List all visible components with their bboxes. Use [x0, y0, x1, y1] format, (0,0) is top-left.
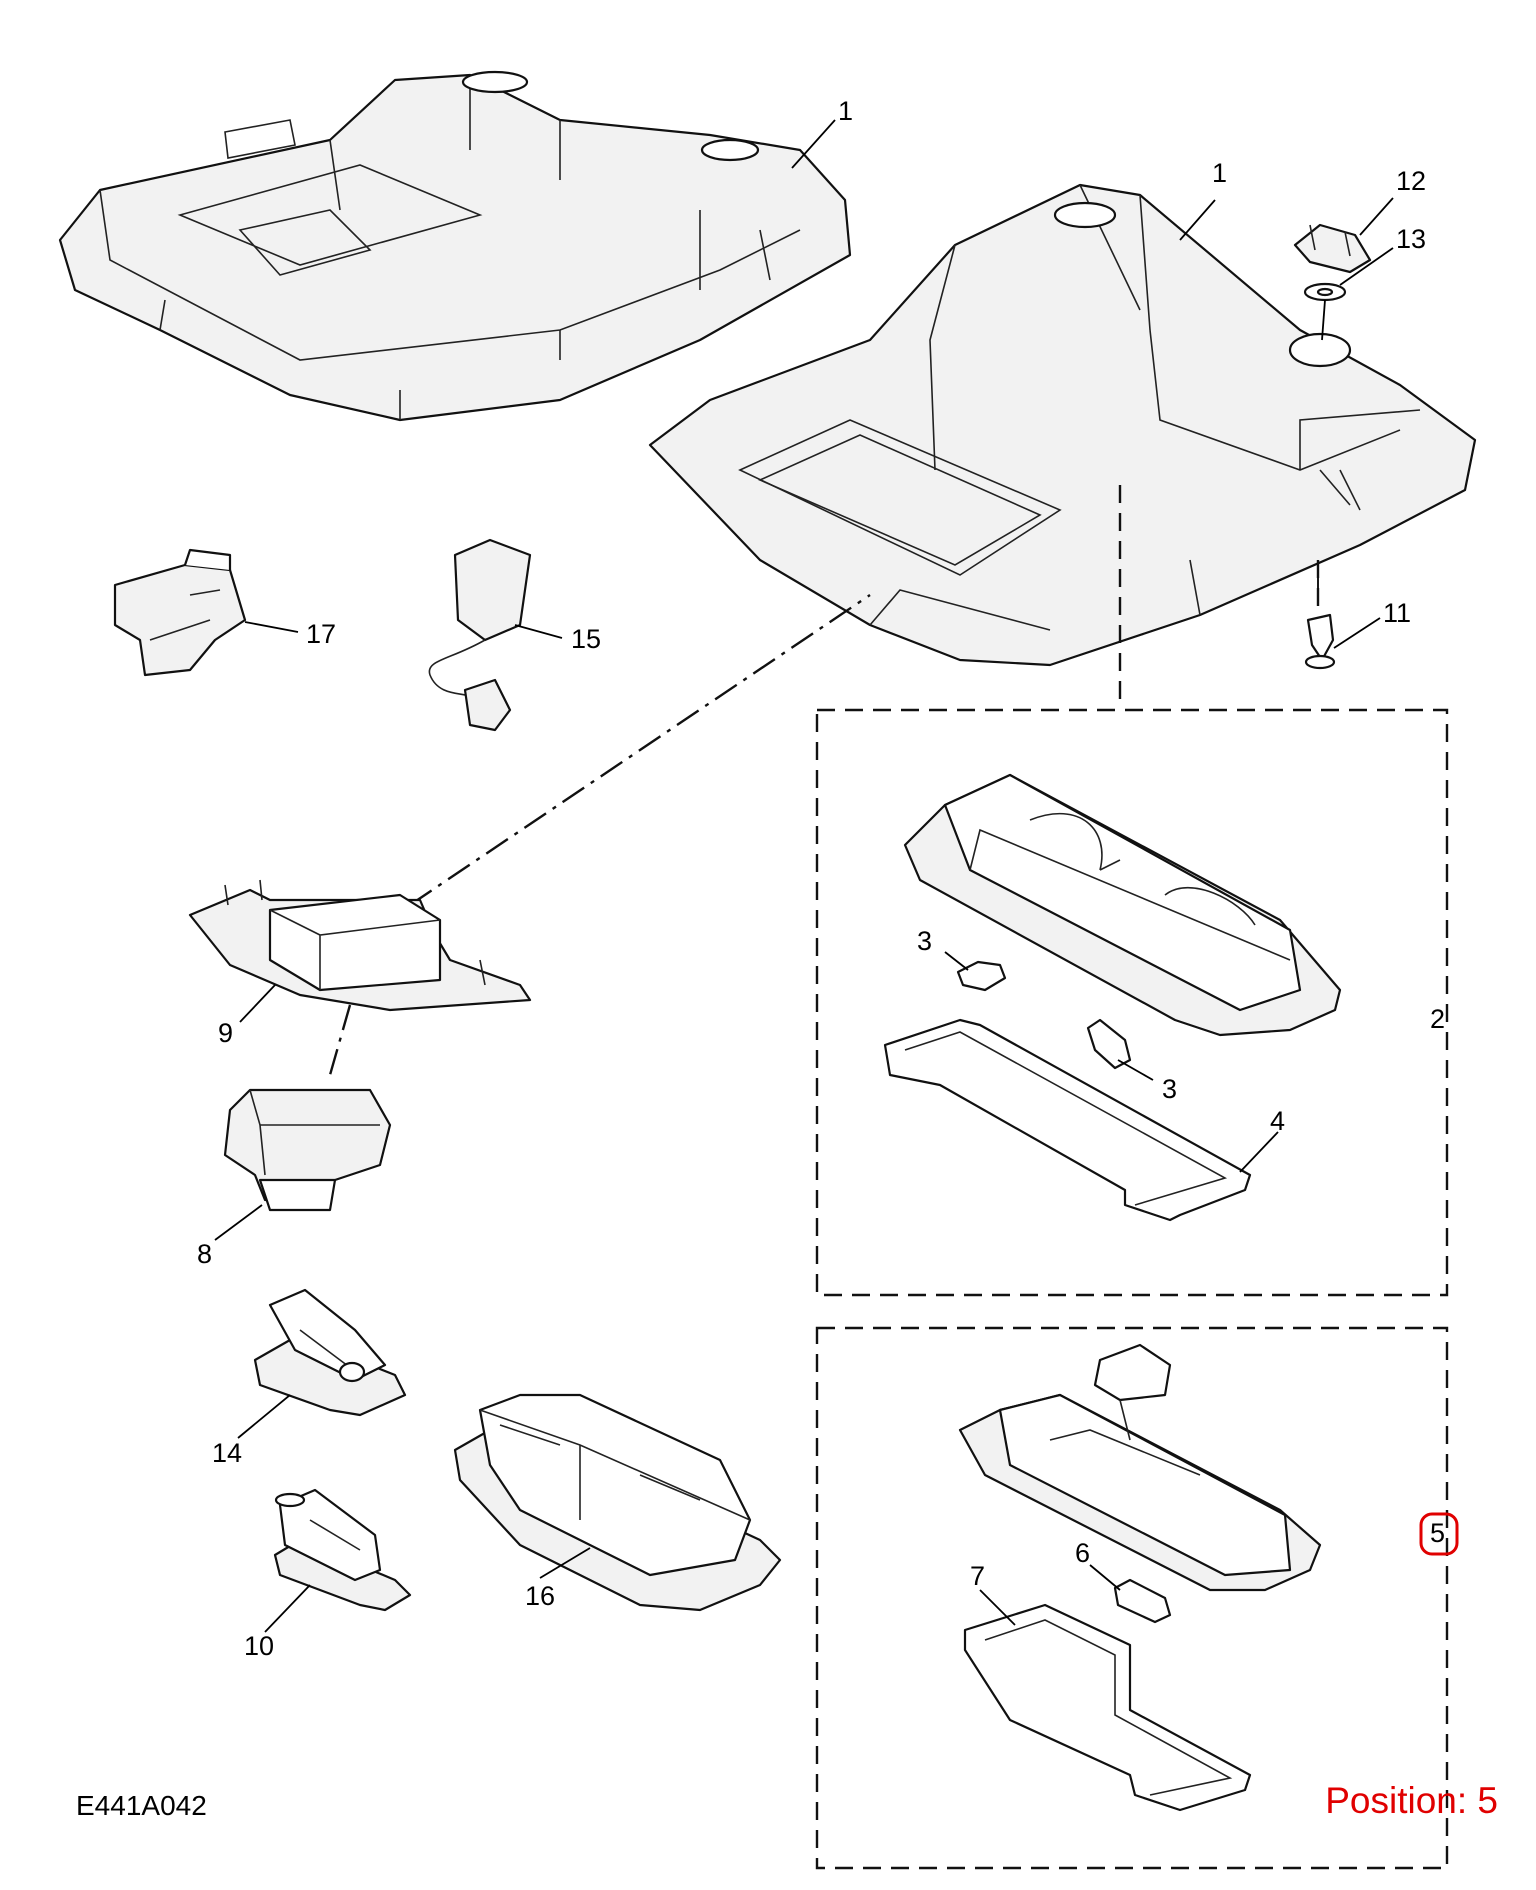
leader-callout-6: [1089, 1564, 1121, 1591]
assembly-5-box: [815, 1326, 1449, 1870]
assembly-2-box: [815, 708, 1449, 1297]
part-13-washer: [1303, 282, 1347, 341]
part-5-lamp-assembly: [958, 1343, 1322, 1592]
part-16-console: [453, 1393, 782, 1612]
leader-callout-7: [979, 1589, 1016, 1626]
part-9-bezel: [188, 879, 532, 1012]
callout-13: 13: [1396, 224, 1426, 254]
leader-callout-10: [264, 1584, 311, 1633]
callout-8: 8: [197, 1239, 212, 1269]
part-17-switch: [113, 548, 247, 677]
callout-10: 10: [244, 1631, 274, 1661]
part-1-console-housing-left: [58, 70, 852, 422]
diagram-id-label: E441A042: [76, 1790, 207, 1821]
leader-callout-3b: [1117, 1059, 1154, 1081]
callout-1-right: 1: [1212, 158, 1227, 188]
position-note: Position: 5: [1325, 1780, 1498, 1821]
callout-9: 9: [218, 1018, 233, 1048]
part-15-connector: [428, 538, 532, 732]
part-2-lamp-assembly: [903, 773, 1342, 1037]
leader-callout-9: [239, 984, 276, 1023]
part-14-lamp: [253, 1288, 407, 1417]
part-10-lamp: [273, 1488, 412, 1612]
highlight-ring-callout-5: [1419, 1512, 1459, 1556]
callout-12: 12: [1396, 166, 1426, 196]
leader-callout-15: [514, 624, 563, 639]
part-1-console-housing-right: [648, 183, 1477, 667]
leader-callout-3a: [944, 951, 969, 971]
leader-8-to-9: [328, 1004, 352, 1076]
leader-callout-17: [244, 621, 299, 633]
leader-callout-8: [214, 1204, 263, 1241]
callout-15: 15: [571, 624, 601, 654]
leader-callout-1a: [791, 119, 836, 169]
leader-callout-13: [1339, 247, 1394, 286]
callout-3-left: 3: [917, 926, 932, 956]
callout-7: 7: [970, 1561, 985, 1591]
part-3-bulb-right: [1086, 1018, 1132, 1070]
part-4-lens: [883, 1018, 1252, 1222]
part-12-clip: [1293, 223, 1372, 274]
leader-callout-16: [539, 1547, 591, 1579]
leader-callout-12: [1359, 197, 1394, 236]
callout-5[interactable]: 5: [1430, 1518, 1445, 1548]
part-8-switch-module: [223, 1088, 392, 1212]
leader-callout-4: [1239, 1131, 1279, 1173]
part-7-lens: [963, 1603, 1252, 1812]
callout-2: 2: [1430, 1004, 1445, 1034]
leader-9-to-1: [409, 594, 871, 906]
callout-1-left: 1: [838, 96, 853, 126]
callout-4: 4: [1270, 1106, 1285, 1136]
leader-callout-11: [1333, 617, 1381, 649]
part-6-bulb: [1113, 1578, 1172, 1624]
part-11-screw: [1304, 565, 1336, 670]
part-3-bulb-left: [956, 960, 1007, 992]
callout-14: 14: [212, 1438, 242, 1468]
callout-11: 11: [1383, 598, 1411, 628]
leader-callout-14: [237, 1394, 291, 1439]
callout-16: 16: [525, 1581, 555, 1611]
leader-callout-1b: [1179, 199, 1216, 241]
callout-3-right: 3: [1162, 1074, 1177, 1104]
callout-17: 17: [306, 619, 336, 649]
callout-6: 6: [1075, 1538, 1090, 1568]
